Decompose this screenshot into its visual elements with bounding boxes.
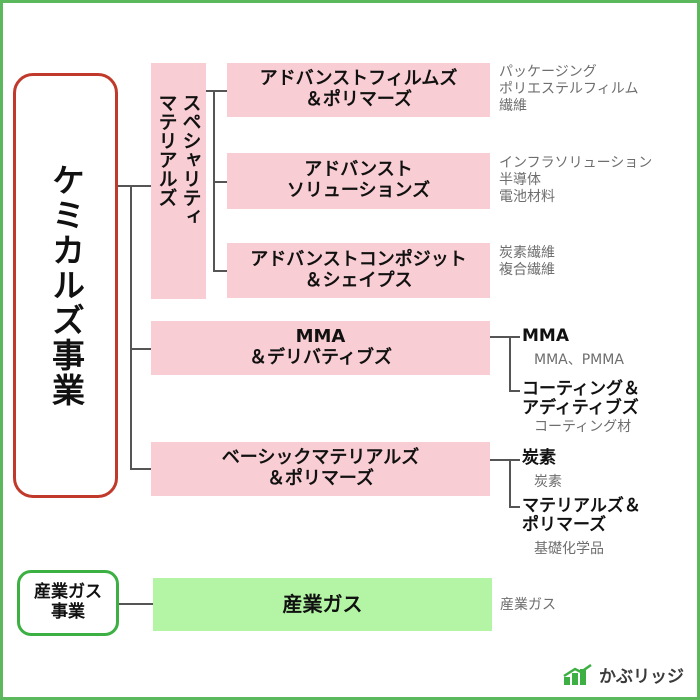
- unit-advanced-solutions: アドバンスト ソリューションズ: [227, 153, 490, 209]
- unit-mma-derivatives: MMA ＆デリバティブズ: [151, 321, 490, 375]
- connector-basic-out: [490, 459, 520, 461]
- products-advanced-films-polymers: パッケージング ポリエステルフィルム 繊維: [499, 64, 639, 114]
- connector-to-composites: [213, 270, 227, 272]
- logo-text: かぶリッジ: [599, 667, 684, 687]
- gas-segment-box: 産業ガス 事業: [17, 570, 119, 636]
- connector-chem-trunk-h: [118, 185, 131, 187]
- connector-to-mma: [130, 348, 151, 350]
- connector-to-materials: [509, 506, 520, 508]
- sub-mma-name: MMA: [522, 326, 569, 346]
- connector-to-solutions: [213, 181, 227, 183]
- connector-specialty-v: [213, 90, 215, 271]
- products-advanced-solutions: インフラソリューション 半導体 電池材料: [499, 155, 653, 205]
- chemicals-segment-box: ケミカルズ事業: [13, 73, 118, 498]
- sub-materials-polymers-products: 基礎化学品: [534, 541, 604, 557]
- sub-coatings-additives-name: コーティング＆ アディティブズ: [522, 379, 640, 418]
- connector-mma-out: [490, 336, 520, 338]
- unit-basic-materials-polymers: ベーシックマテリアルズ ＆ポリマーズ: [151, 442, 490, 496]
- connector-to-basic: [130, 468, 151, 470]
- unit-advanced-films-polymers: アドバンストフィルムズ ＆ポリマーズ: [227, 63, 490, 117]
- logo-chart-icon: [563, 663, 592, 685]
- logo: かぶリッジ: [563, 662, 684, 687]
- specialty-materials-title-col2: マテリアルズ: [155, 93, 178, 207]
- sub-carbon-name: 炭素: [522, 448, 556, 468]
- connector-specialty-out: [206, 90, 214, 92]
- unit-advanced-composites-shapes: アドバンストコンポジット ＆シェイプス: [227, 243, 490, 298]
- unit-industrial-gas: 産業ガス: [153, 578, 492, 631]
- sub-carbon-products: 炭素: [534, 474, 562, 490]
- products-industrial-gas: 産業ガス: [500, 597, 556, 613]
- connector-to-films: [213, 90, 227, 92]
- connector-to-coatings: [509, 390, 520, 392]
- connector-basic-v: [509, 459, 511, 507]
- sub-materials-polymers-name: マテリアルズ＆ ポリマーズ: [522, 496, 641, 535]
- chemicals-segment-title: ケミカルズ事業: [46, 163, 86, 408]
- specialty-materials-box: スペシャリティ マテリアルズ: [151, 63, 206, 299]
- sub-coatings-additives-products: コーティング材: [534, 419, 632, 435]
- connector-to-specialty: [130, 185, 151, 187]
- connector-gas: [119, 603, 153, 605]
- sub-mma-products: MMA、PMMA: [534, 352, 624, 368]
- connector-chem-trunk-v: [130, 185, 132, 469]
- specialty-materials-title-col1: スペシャリティ: [179, 93, 202, 226]
- products-advanced-composites-shapes: 炭素繊維 複合繊維: [499, 245, 555, 278]
- connector-mma-v: [509, 336, 511, 391]
